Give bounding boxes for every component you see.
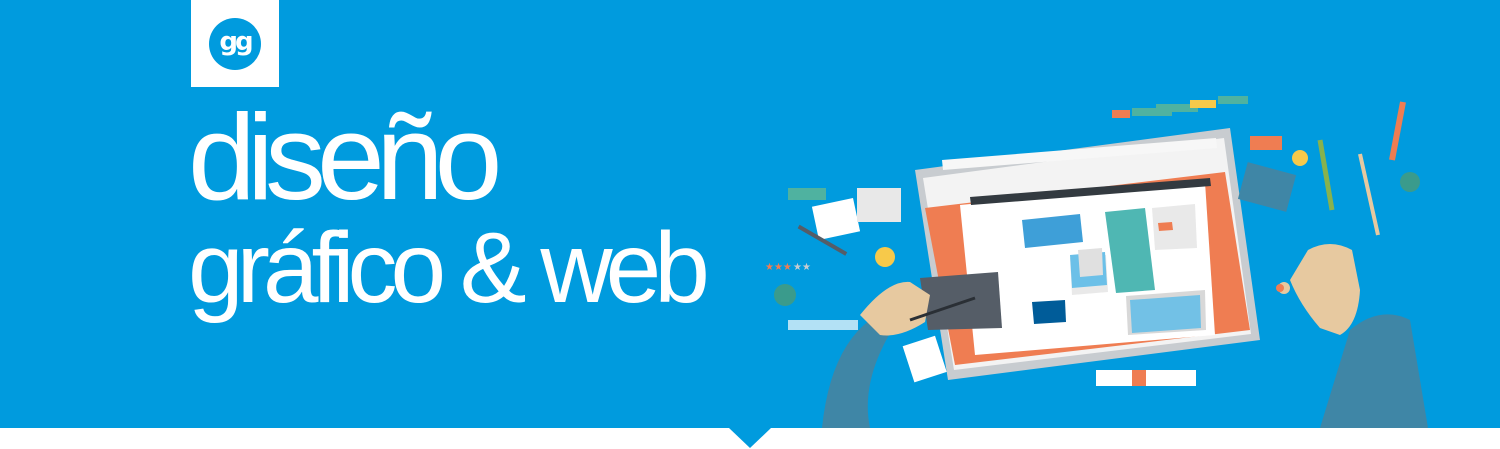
banner-pointer [729, 428, 771, 448]
svg-text:★★★: ★★★ [765, 262, 792, 273]
right-hand-illustration [1276, 244, 1428, 428]
web-design-illustration: ★★★ ★★ [765, 96, 1428, 428]
monitor-illustration [915, 128, 1260, 380]
svg-text:★★: ★★ [793, 262, 811, 273]
site-logo[interactable]: gg [191, 0, 279, 87]
page-title-line1: diseño [188, 89, 503, 225]
left-hand-illustration [822, 272, 1002, 428]
gg-logo-icon: gg [209, 17, 261, 70]
page-title-line2: gráfico & web [188, 212, 710, 324]
rating-stars-icon: ★★★ ★★ [765, 262, 811, 273]
